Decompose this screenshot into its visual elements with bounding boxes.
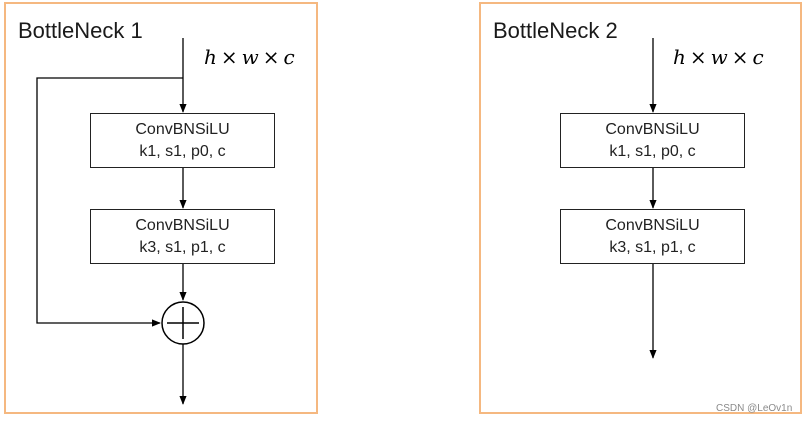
bottleneck-1-add-icon (161, 301, 205, 345)
block-params: k3, s1, p1, c (139, 238, 226, 256)
watermark: CSDN @LeOv1n (716, 403, 793, 414)
bottleneck-1-conv-block-2: ConvBNSiLU k3, s1, p1, c (90, 209, 275, 264)
bottleneck-2-conv-block-2: ConvBNSiLU k3, s1, p1, c (560, 209, 745, 264)
bottleneck-1-panel (4, 2, 318, 414)
bottleneck-1-title: BottleNeck 1 (18, 18, 143, 43)
block-name: ConvBNSiLU (135, 216, 230, 234)
block-params: k1, s1, p0, c (609, 142, 696, 160)
block-name: ConvBNSiLU (605, 216, 700, 234)
bottleneck-1-input-dims: h×w×c (204, 45, 295, 69)
bottleneck-2-input-dims: h×w×c (673, 45, 764, 69)
bottleneck-2-conv-block-1: ConvBNSiLU k1, s1, p0, c (560, 113, 745, 168)
bottleneck-2-panel (479, 2, 802, 414)
bottleneck-2-title: BottleNeck 2 (493, 18, 618, 43)
bottleneck-1-conv-block-1: ConvBNSiLU k1, s1, p0, c (90, 113, 275, 168)
block-params: k3, s1, p1, c (609, 238, 696, 256)
block-name: ConvBNSiLU (605, 120, 700, 138)
block-params: k1, s1, p0, c (139, 142, 226, 160)
bottleneck-1-residual-skip-line (36, 77, 183, 327)
block-name: ConvBNSiLU (135, 120, 230, 138)
